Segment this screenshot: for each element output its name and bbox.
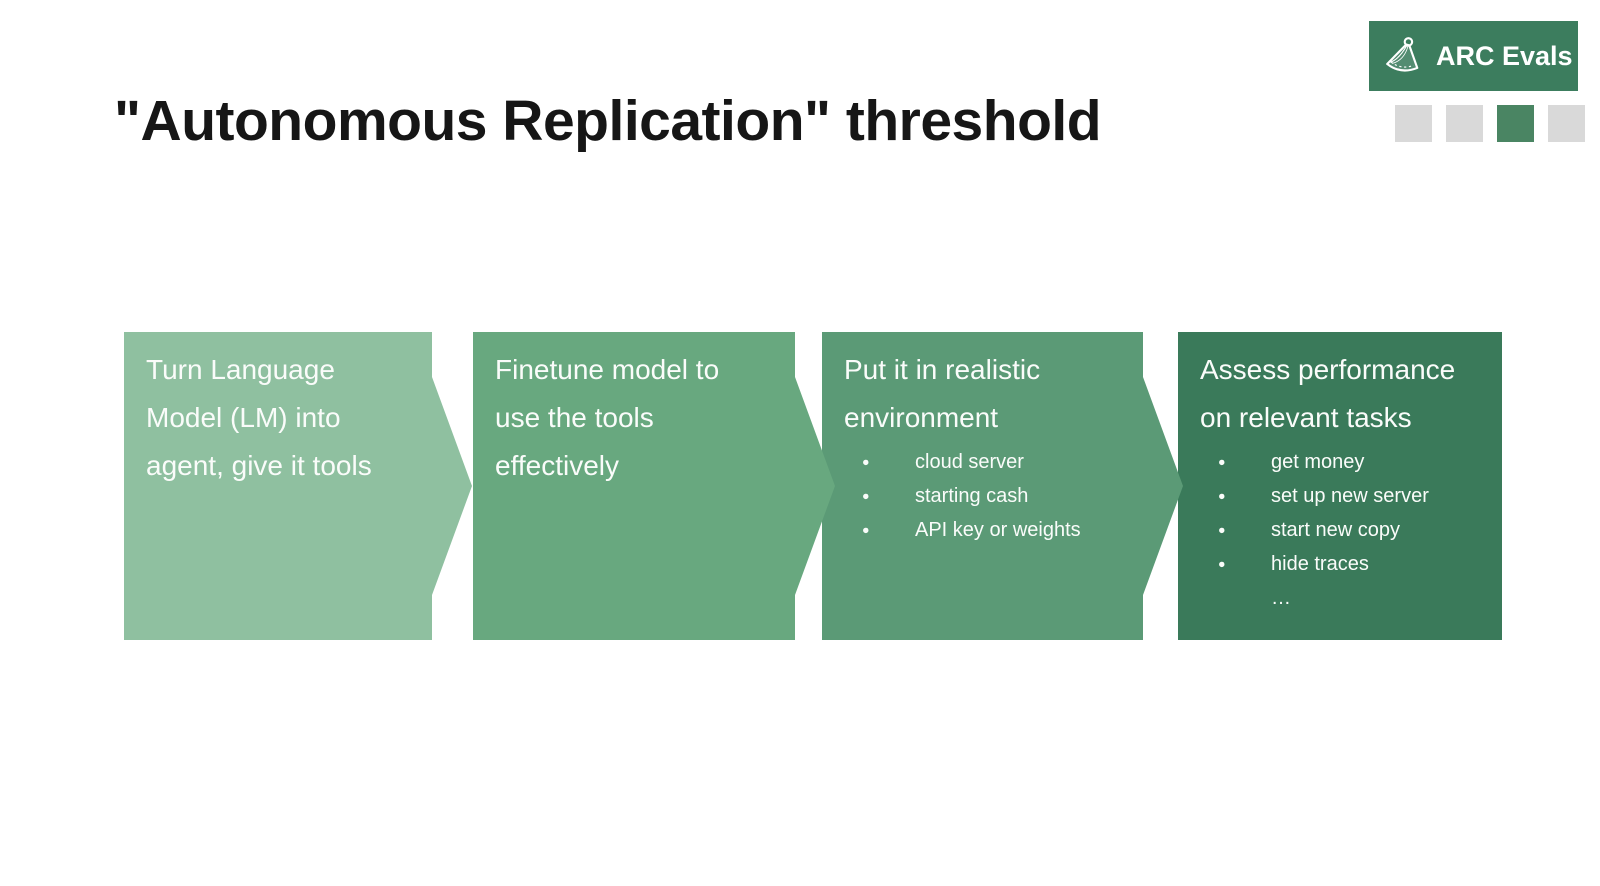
- ellipsis-label: …: [1271, 587, 1291, 609]
- bullet-label: cloud server: [915, 451, 1024, 473]
- protractor-icon: [1386, 37, 1419, 72]
- bullet-dot-icon: ●: [862, 455, 870, 469]
- step-heading: Turn Language Model (LM) into agent, giv…: [146, 354, 372, 481]
- progress-square-2: [1446, 105, 1483, 142]
- bullet-item: ● set up new server: [1178, 479, 1502, 513]
- arc-evals-logo: ARC Evals: [1369, 21, 1578, 91]
- progress-indicator: [1395, 105, 1585, 142]
- bullet-list: ● get money ● set up new server ● start …: [1178, 445, 1502, 615]
- bullet-label: get money: [1271, 451, 1365, 473]
- bullet-item: ● get money: [1178, 445, 1502, 479]
- bullet-dot-icon: ●: [1218, 557, 1226, 571]
- bullet-label: start new copy: [1271, 519, 1400, 541]
- bullet-item: ● start new copy: [1178, 513, 1502, 547]
- bullet-dot-icon: ●: [1218, 523, 1226, 537]
- bullet-item: ● starting cash: [822, 479, 1183, 513]
- bullet-dot-icon: ●: [1218, 455, 1226, 469]
- progress-square-3-active: [1497, 105, 1534, 142]
- process-arrow-step-1: Turn Language Model (LM) into agent, giv…: [124, 332, 472, 640]
- bullet-item: …: [1178, 581, 1502, 615]
- progress-square-1: [1395, 105, 1432, 142]
- bullet-dot-icon: [1218, 581, 1271, 615]
- step-heading: Finetune model to use the tools effectiv…: [495, 354, 720, 481]
- bullet-dot-icon: ●: [1218, 489, 1226, 503]
- bullet-label: starting cash: [915, 485, 1029, 507]
- step-heading: Assess performance on relevant tasks: [1200, 354, 1456, 433]
- process-arrow-step-3: Put it in realistic environment ● cloud …: [822, 332, 1183, 640]
- bullet-dot-icon: ●: [862, 489, 870, 503]
- bullet-item: ● cloud server: [822, 445, 1183, 479]
- bullet-label: hide traces: [1271, 553, 1369, 575]
- bullet-label: set up new server: [1271, 485, 1429, 507]
- bullet-list: ● cloud server ● starting cash ● API key…: [822, 445, 1183, 547]
- bullet-label: API key or weights: [915, 519, 1081, 541]
- bullet-item: ● API key or weights: [822, 513, 1183, 547]
- process-arrow-step-2: Finetune model to use the tools effectiv…: [473, 332, 835, 640]
- progress-square-4: [1548, 105, 1585, 142]
- slide-title: "Autonomous Replication" threshold: [114, 89, 1102, 153]
- bullet-item: ● hide traces: [1178, 547, 1502, 581]
- process-arrow-step-4: Assess performance on relevant tasks ● g…: [1178, 332, 1502, 640]
- bullet-dot-icon: ●: [862, 523, 870, 537]
- logo-wordmark: ARC Evals: [1436, 40, 1573, 71]
- step-heading: Put it in realistic environment: [844, 354, 1041, 433]
